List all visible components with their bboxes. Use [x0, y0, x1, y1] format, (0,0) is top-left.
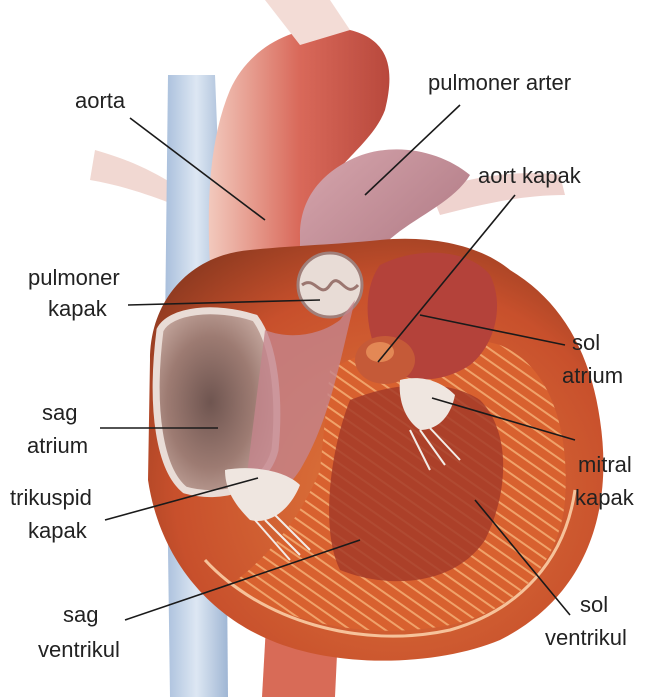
- label-pulmoner-kapak-line2: kapak: [48, 296, 108, 321]
- label-pulmoner-kapak-line1: pulmoner: [28, 265, 120, 290]
- label-sag-ventrikul-line1: sag: [63, 602, 98, 627]
- label-sol-ventrikul-line2: ventrikul: [545, 625, 627, 650]
- label-aorta: aorta: [75, 88, 126, 113]
- label-pulmoner-arter: pulmoner arter: [428, 70, 571, 95]
- label-sag-atrium-line2: atrium: [27, 433, 88, 458]
- label-sol-atrium-line1: sol: [572, 330, 600, 355]
- label-sag-atrium-line1: sag: [42, 400, 77, 425]
- label-sag-ventrikul-line2: ventrikul: [38, 637, 120, 662]
- label-trikuspid-kapak-line1: trikuspid: [10, 485, 92, 510]
- label-sol-ventrikul-line1: sol: [580, 592, 608, 617]
- label-trikuspid-kapak-line2: kapak: [28, 518, 88, 543]
- label-aort-kapak: aort kapak: [478, 163, 582, 188]
- label-sol-atrium-line2: atrium: [562, 363, 623, 388]
- label-mitral-kapak-line2: kapak: [575, 485, 635, 510]
- label-mitral-kapak-line1: mitral: [578, 452, 632, 477]
